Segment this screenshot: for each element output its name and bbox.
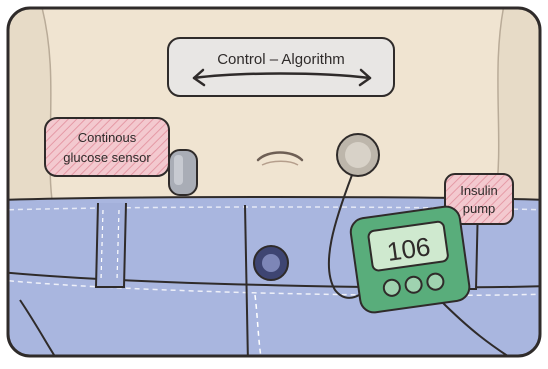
cgm-label-box: [45, 118, 169, 176]
belt-loop-left: [96, 203, 126, 287]
cgm-label: Continous glucose sensor: [45, 118, 169, 176]
control-algorithm-text: Control – Algorithm: [217, 51, 345, 68]
pump-button-3: [426, 273, 444, 291]
jeans-button-center: [262, 254, 280, 272]
cgm-label-line2: glucose sensor: [63, 150, 151, 165]
insulin-pump-label-line1: Insulin: [460, 183, 498, 198]
control-algorithm-label: Control – Algorithm: [168, 38, 394, 96]
pump-button-2: [405, 276, 423, 294]
pump-display-value: 106: [385, 231, 432, 267]
infusion-site-icon: [337, 134, 379, 176]
insulin-pump-label-line2: pump: [463, 201, 496, 216]
cgm-label-line1: Continous: [78, 130, 137, 145]
glucose-sensor-icon: [169, 150, 197, 195]
insulin-pump-icon: 106: [349, 205, 471, 314]
pump-button-1: [383, 279, 401, 297]
